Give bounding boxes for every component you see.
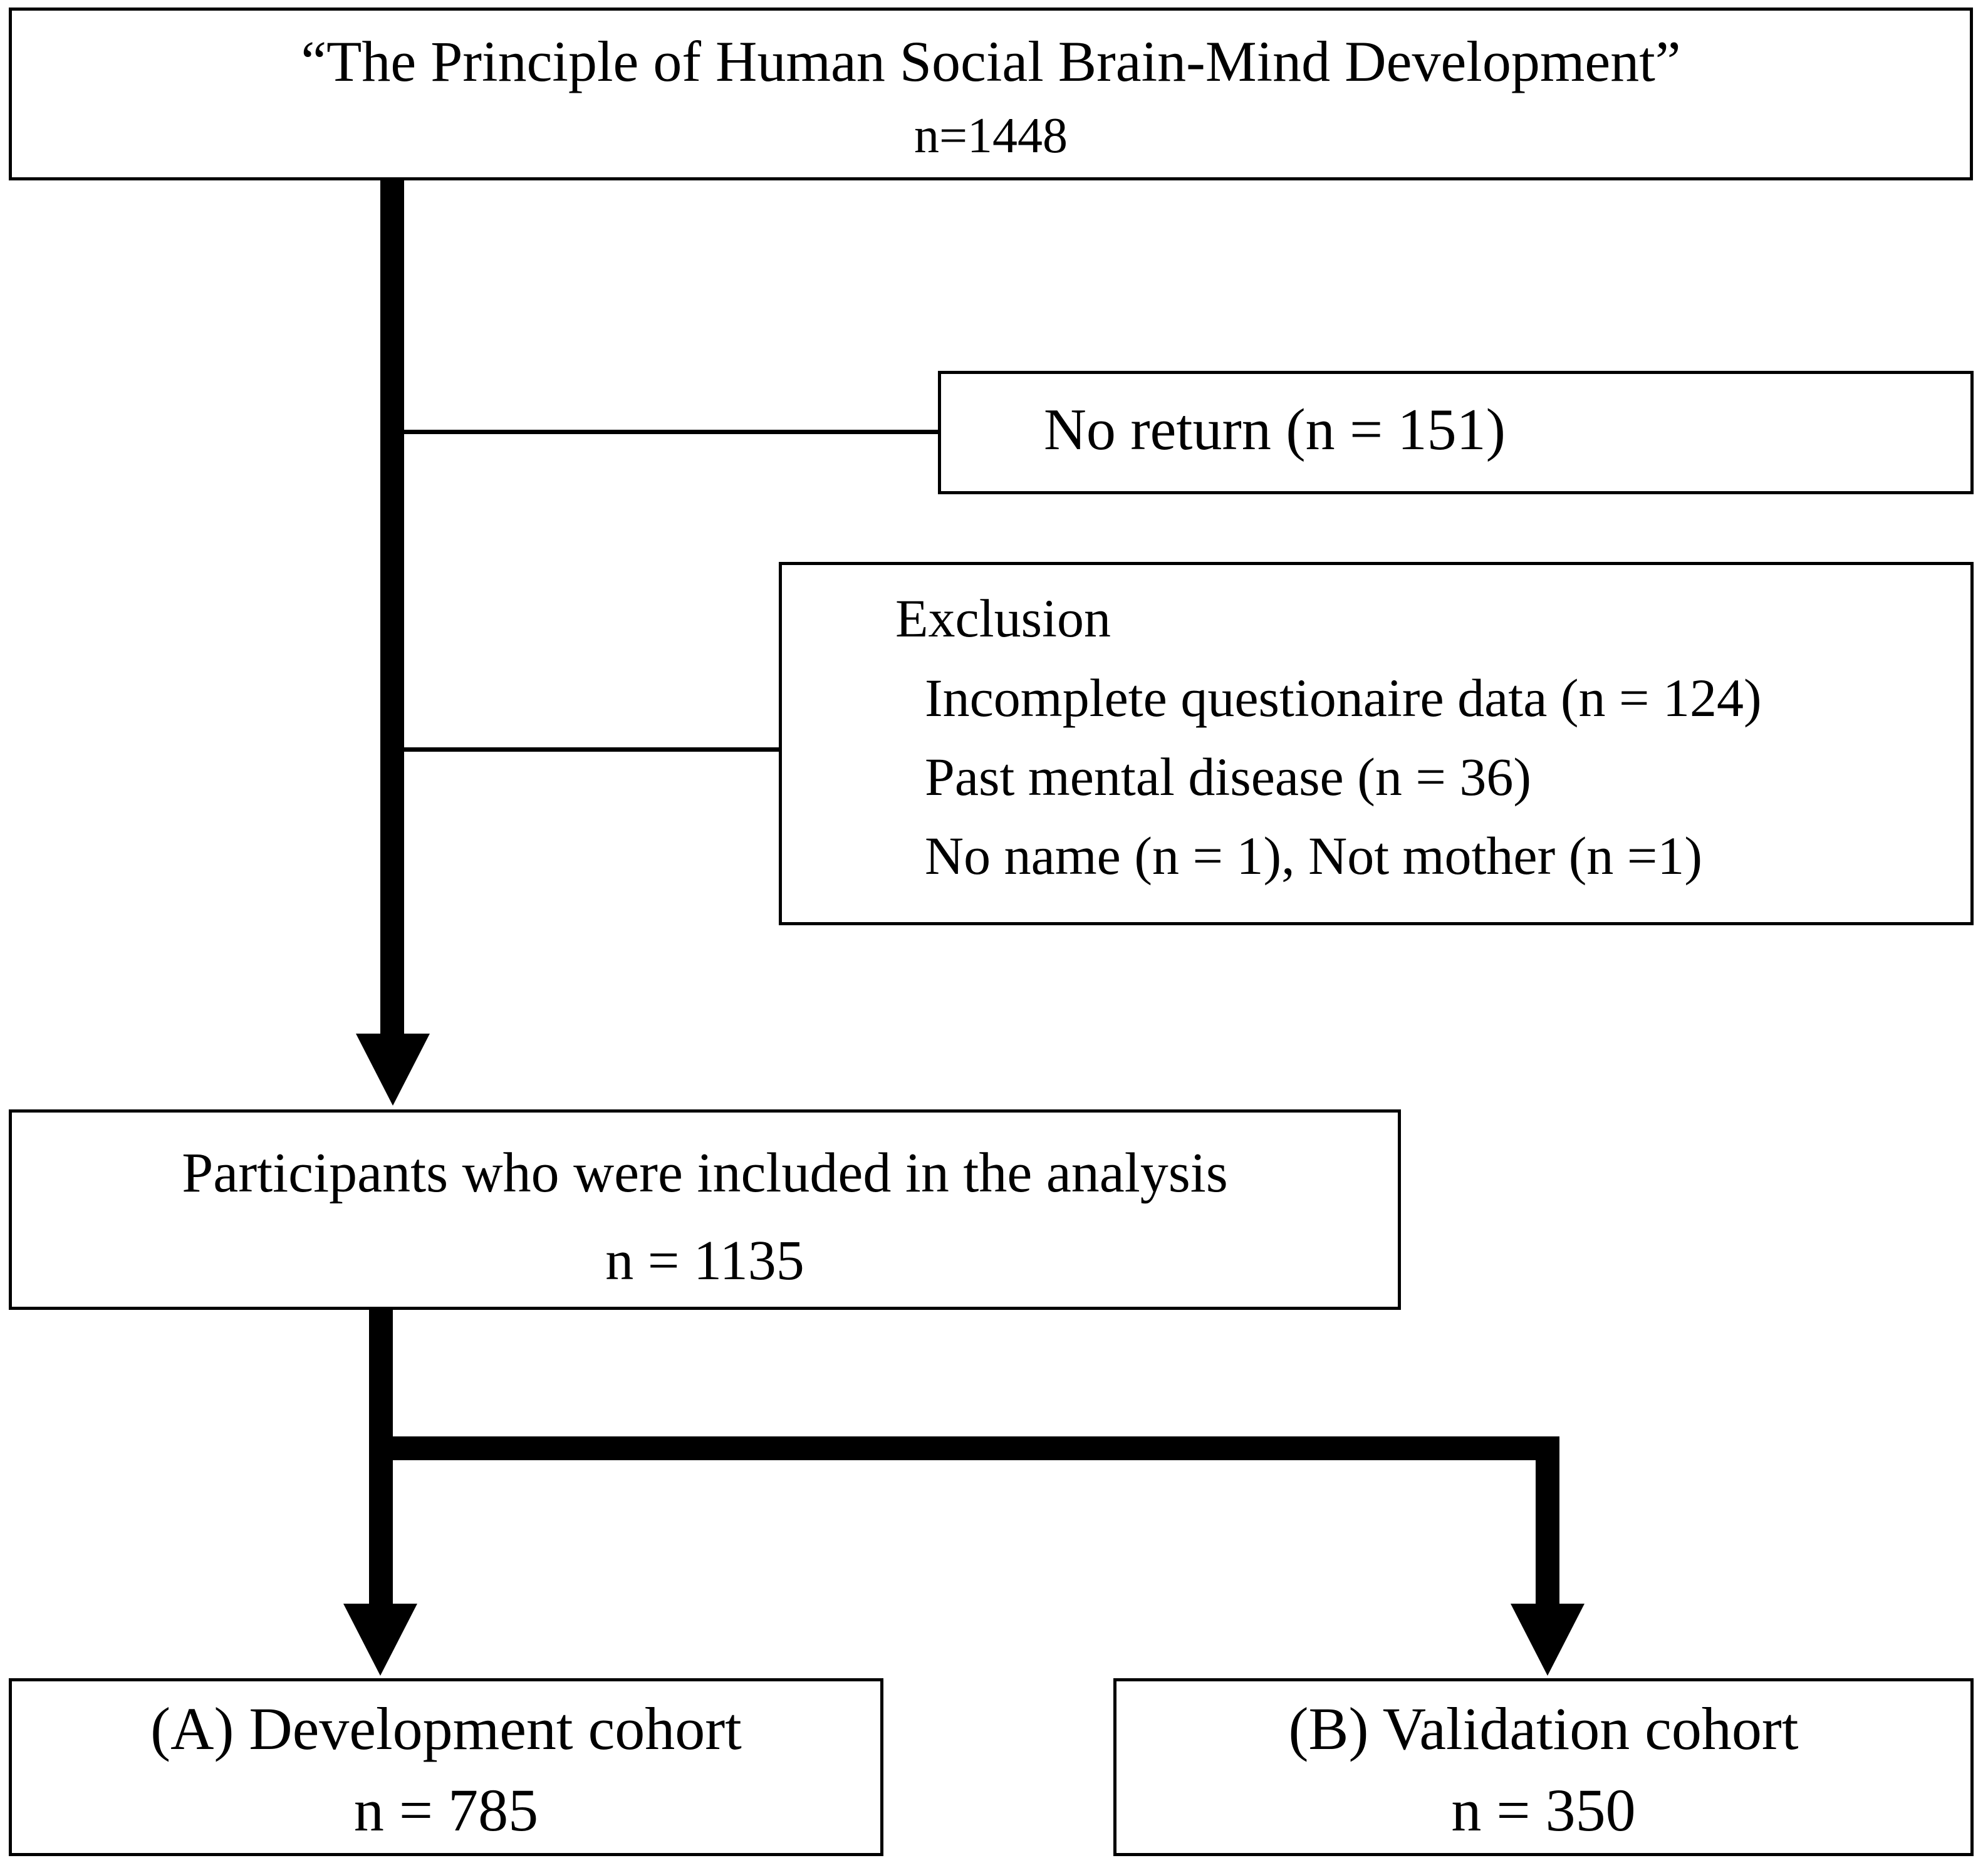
development-cohort-count: n = 785 bbox=[353, 1777, 539, 1844]
arrow-to-validation bbox=[1511, 1604, 1585, 1676]
included-label: Participants who were included in the an… bbox=[182, 1142, 1228, 1204]
source-title: “The Principle of Human Social Brain-Min… bbox=[301, 29, 1681, 93]
exclusion-heading: Exclusion bbox=[895, 588, 1111, 648]
exclusion-item: Incomplete questionaire data (n = 124) bbox=[925, 668, 1762, 728]
source-count: n=1448 bbox=[913, 108, 1068, 163]
validation-cohort-count: n = 350 bbox=[1451, 1777, 1636, 1844]
arrow-to-development bbox=[343, 1604, 417, 1676]
branch-line-no-return bbox=[404, 430, 940, 434]
validation-cohort-box: (B) Validation cohort n = 350 bbox=[1113, 1678, 1974, 1856]
no-return-label: No return (n = 151) bbox=[1044, 397, 1506, 462]
development-cohort-box: (A) Development cohort n = 785 bbox=[9, 1678, 883, 1856]
validation-cohort-label: (B) Validation cohort bbox=[1288, 1695, 1799, 1762]
included-count: n = 1135 bbox=[605, 1230, 804, 1292]
included-box: Participants who were included in the an… bbox=[9, 1109, 1401, 1310]
branch-line-exclusion bbox=[404, 747, 782, 752]
split-stem-right bbox=[1536, 1436, 1559, 1605]
exclusion-item: No name (n = 1), Not mother (n =1) bbox=[925, 826, 1702, 886]
source-box: “The Principle of Human Social Brain-Min… bbox=[9, 8, 1973, 180]
no-return-box: No return (n = 151) bbox=[938, 371, 1974, 494]
main-trunk-line bbox=[380, 179, 404, 1035]
split-horizontal-bar bbox=[369, 1436, 1558, 1460]
exclusion-item: Past mental disease (n = 36) bbox=[925, 747, 1532, 807]
exclusion-box: Exclusion Incomplete questionaire data (… bbox=[779, 562, 1974, 925]
arrow-to-included bbox=[356, 1034, 430, 1106]
development-cohort-label: (A) Development cohort bbox=[150, 1695, 742, 1762]
